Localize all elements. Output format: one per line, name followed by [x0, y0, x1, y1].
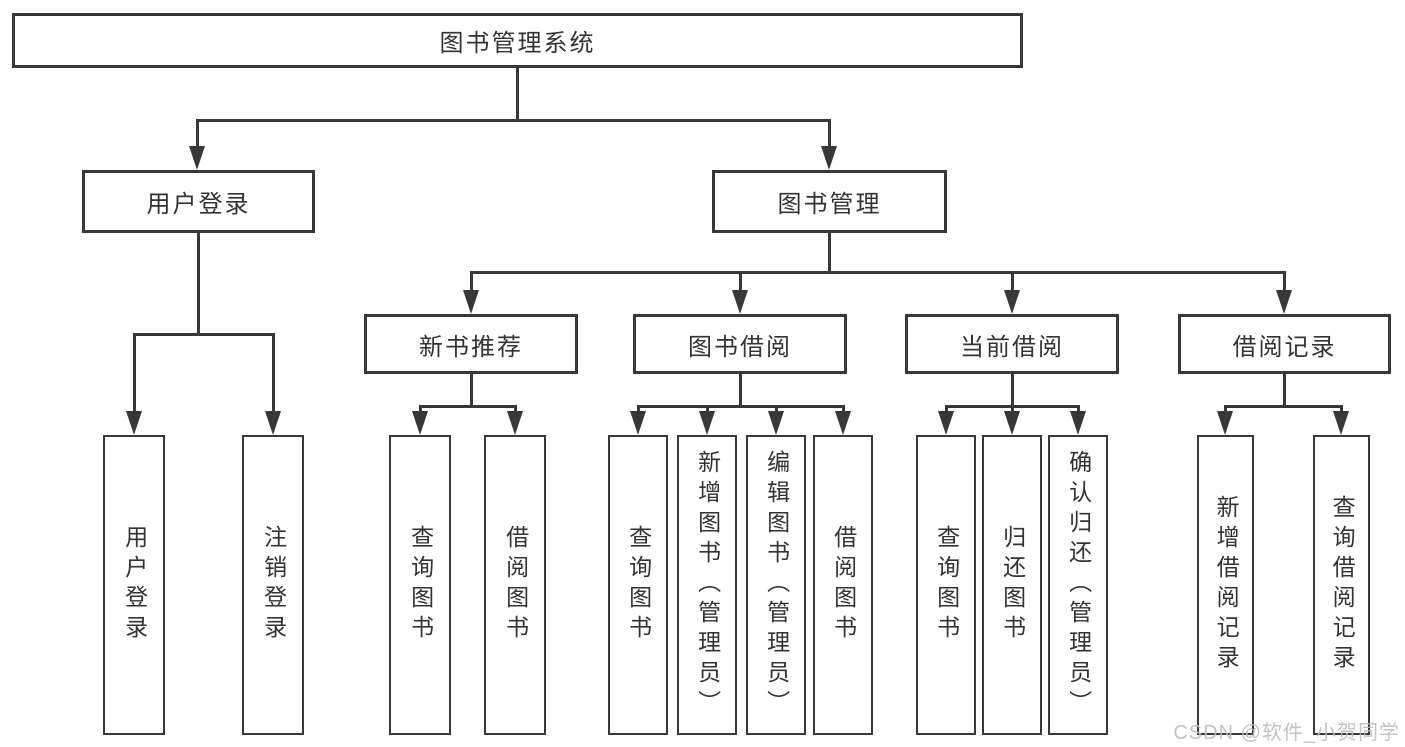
arrow-down-icon	[1070, 411, 1086, 435]
arrow-down-icon	[1333, 411, 1349, 435]
node-borrowing-records: 借阅记录	[1178, 314, 1391, 374]
connector-user-login-branch	[133, 333, 274, 336]
arrow-down-icon	[265, 411, 281, 435]
node-label: 查询借阅记录	[1329, 495, 1356, 675]
connector-stub	[775, 405, 778, 414]
leaf-edit-book-admin: 编辑图书（管理员）	[746, 435, 806, 735]
leaf-return-books: 归还图书	[982, 435, 1042, 735]
leaf-add-book-admin: 新增图书（管理员）	[677, 435, 737, 735]
node-label: 归还图书	[999, 525, 1026, 645]
connector-group-branch	[419, 405, 517, 408]
connector-stub	[1283, 271, 1286, 293]
arrow-down-icon	[699, 411, 715, 435]
leaf-query-books: 查询图书	[916, 435, 976, 735]
node-book-borrowing: 图书借阅	[633, 314, 847, 374]
node-label: 编辑图书（管理员）	[763, 450, 790, 720]
arrow-down-icon	[732, 290, 748, 314]
node-label: 查询图书	[625, 525, 652, 645]
connector-group-branch	[637, 405, 845, 408]
node-library-management-system: 图书管理系统	[12, 13, 1023, 68]
connector-stub	[133, 333, 136, 414]
node-label: 新增借阅记录	[1213, 495, 1240, 675]
connector-stub	[706, 405, 709, 414]
connector-group-branch	[1224, 405, 1343, 408]
connector-group-stem	[739, 374, 742, 407]
leaf-borrow-books: 借阅图书	[813, 435, 873, 735]
arrow-down-icon	[412, 411, 428, 435]
connector-stub	[1011, 271, 1014, 293]
node-label: 借阅图书	[830, 525, 857, 645]
leaf-confirm-return-admin: 确认归还（管理员）	[1048, 435, 1108, 735]
connector-stub	[419, 405, 422, 414]
node-label: 用户登录	[121, 525, 148, 645]
connector-stub	[272, 333, 275, 414]
arrow-down-icon	[835, 411, 851, 435]
arrow-down-icon	[821, 146, 837, 170]
arrow-down-icon	[1276, 290, 1292, 314]
node-user-login: 用户登录	[82, 170, 315, 233]
connector-stub	[196, 119, 199, 149]
node-label: 新书推荐	[419, 333, 523, 361]
connector-book-mgmt-stem	[828, 233, 831, 273]
connector-user-login-stem	[197, 233, 200, 335]
connector-root-stem	[516, 68, 519, 120]
arrow-down-icon	[189, 146, 205, 170]
connector-stub	[842, 405, 845, 414]
node-label: 用户登录	[146, 191, 251, 218]
connector-stub	[828, 119, 831, 149]
connector-group-stem	[1283, 374, 1286, 407]
node-label: 当前借阅	[960, 333, 1064, 361]
leaf-borrow-books: 借阅图书	[484, 435, 546, 735]
arrow-down-icon	[1217, 411, 1233, 435]
node-label: 图书借阅	[688, 333, 792, 361]
connector-stub	[739, 271, 742, 293]
node-label: 图书管理	[777, 191, 882, 218]
leaf-user-login: 用户登录	[103, 435, 165, 735]
arrow-down-icon	[126, 411, 142, 435]
leaf-add-borrow-record: 新增借阅记录	[1197, 435, 1254, 735]
leaf-query-books: 查询图书	[389, 435, 451, 735]
connector-stub	[1011, 405, 1014, 414]
csdn-watermark: CSDN @软件_小贺同学	[1173, 722, 1400, 744]
connector-stub	[945, 405, 948, 414]
connector-stub	[470, 271, 473, 293]
leaf-query-borrow-record: 查询借阅记录	[1313, 435, 1370, 735]
arrow-down-icon	[463, 290, 479, 314]
node-book-management: 图书管理	[712, 170, 947, 233]
node-label: 查询图书	[933, 525, 960, 645]
arrow-down-icon	[1004, 411, 1020, 435]
connector-stub	[1224, 405, 1227, 414]
connector-stub	[1340, 405, 1343, 414]
node-label: 确认归还（管理员）	[1065, 450, 1092, 720]
node-current-borrowing: 当前借阅	[905, 314, 1119, 374]
node-label: 借阅图书	[502, 525, 529, 645]
node-label: 查询图书	[407, 525, 434, 645]
node-label: 图书管理系统	[439, 30, 596, 57]
node-label: 新增图书（管理员）	[694, 450, 721, 720]
connector-l2-branch	[196, 119, 831, 122]
node-label: 借阅记录	[1232, 333, 1337, 361]
connector-stub	[637, 405, 640, 414]
arrow-down-icon	[768, 411, 784, 435]
connector-l3-branch	[470, 271, 1286, 274]
leaf-logout: 注销登录	[242, 435, 304, 735]
node-label: 注销登录	[260, 525, 287, 645]
leaf-query-books: 查询图书	[608, 435, 668, 735]
arrow-down-icon	[507, 411, 523, 435]
arrow-down-icon	[630, 411, 646, 435]
arrow-down-icon	[938, 411, 954, 435]
arrow-down-icon	[1004, 290, 1020, 314]
connector-group-stem	[1011, 374, 1014, 407]
connector-stub	[514, 405, 517, 414]
connector-group-stem	[470, 374, 473, 407]
node-new-book-recommend: 新书推荐	[364, 314, 578, 374]
connector-stub	[1077, 405, 1080, 414]
